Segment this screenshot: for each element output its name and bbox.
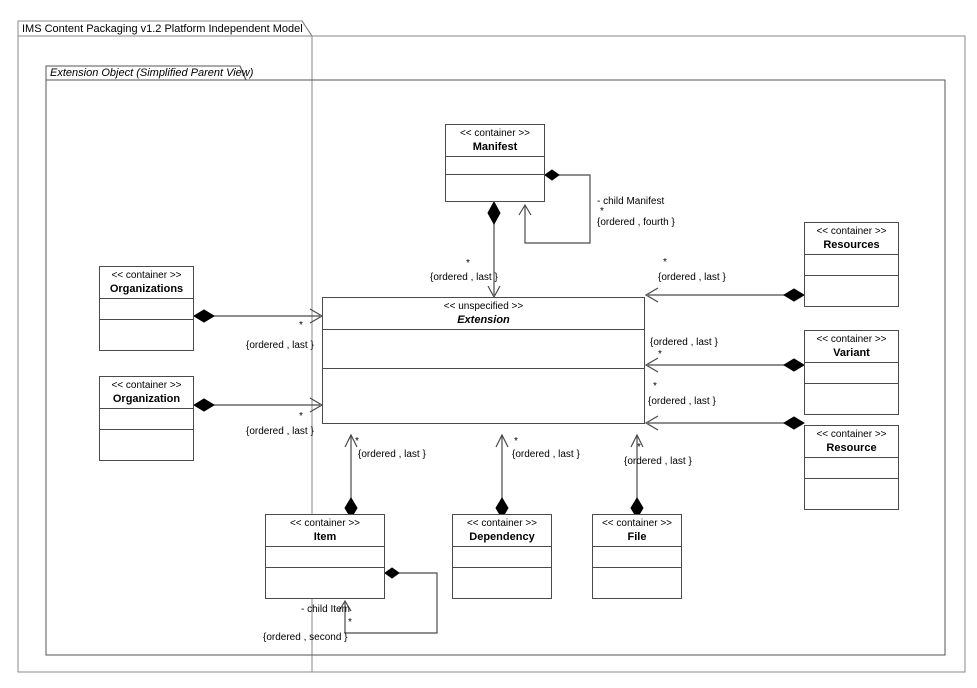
edge-organization-to-extension (193, 397, 324, 413)
inner-frame (45, 65, 946, 656)
edge-item-self-association (338, 567, 438, 634)
edge-label-dependency-mult: * (514, 436, 518, 447)
uml-class-header-resources: << container >> Resources (805, 223, 898, 255)
uml-operations-variant (805, 384, 898, 414)
edge-resources-to-extension (644, 287, 805, 303)
uml-stereotype-resource: << container >> (816, 429, 887, 440)
uml-operations-extension (323, 369, 644, 423)
uml-stereotype-resources: << container >> (816, 226, 887, 237)
uml-class-name-organization: Organization (112, 393, 181, 405)
edge-label-manifest-ext-constraint: {ordered , last } (430, 272, 498, 283)
edge-label-manifest-self-mult: * (600, 206, 604, 217)
edge-label-variant-constraint: {ordered , last } (650, 337, 718, 348)
uml-attributes-variant (805, 363, 898, 384)
edge-label-item-mult: * (355, 436, 359, 447)
edge-label-item-self-mult: * (348, 617, 352, 628)
uml-attributes-resources (805, 255, 898, 276)
uml-class-header-resource: << container >> Resource (805, 426, 898, 458)
uml-class-dependency[interactable]: << container >> Dependency (452, 514, 552, 599)
edge-label-variant-mult: * (658, 349, 662, 360)
edge-extension-to-file (630, 433, 644, 519)
uml-attributes-file (593, 547, 681, 568)
uml-class-name-file: File (627, 531, 647, 543)
uml-class-resource[interactable]: << container >> Resource (804, 425, 899, 510)
uml-attributes-organizations (100, 299, 193, 320)
uml-operations-file (593, 568, 681, 598)
edge-extension-to-dependency (495, 433, 509, 519)
edge-organizations-to-extension (193, 308, 324, 324)
uml-operations-item (266, 568, 384, 598)
uml-stereotype-dependency: << container >> (466, 518, 538, 529)
uml-class-name-resources: Resources (823, 239, 880, 251)
edge-label-organizations-constraint: {ordered , last } (246, 340, 314, 351)
uml-class-header-organizations: << container >> Organizations (100, 267, 193, 299)
uml-attributes-extension (323, 330, 644, 369)
edge-label-item-constraint: {ordered , last } (358, 449, 426, 460)
edge-label-item-self-constraint: {ordered , second } (263, 632, 348, 643)
uml-class-header-file: << container >> File (593, 515, 681, 547)
edge-label-organizations-mult: * (299, 320, 303, 331)
uml-operations-dependency (453, 568, 551, 598)
uml-class-header-manifest: << container >> Manifest (446, 125, 544, 157)
uml-stereotype-manifest: << container >> (459, 128, 531, 139)
uml-operations-organization (100, 430, 193, 460)
uml-class-extension[interactable]: << unspecified >> Extension (322, 297, 645, 424)
uml-class-name-manifest: Manifest (472, 141, 518, 153)
uml-class-header-variant: << container >> Variant (805, 331, 898, 363)
uml-class-name-extension: Extension (457, 314, 510, 326)
uml-stereotype-extension: << unspecified >> (443, 301, 524, 312)
edge-label-resources-constraint: {ordered , last } (658, 272, 726, 283)
uml-attributes-manifest (446, 157, 544, 175)
uml-attributes-dependency (453, 547, 551, 568)
edge-label-file-mult: * (637, 442, 641, 453)
uml-stereotype-organization: << container >> (111, 380, 182, 391)
uml-class-resources[interactable]: << container >> Resources (804, 222, 899, 307)
edge-label-manifest-self-constraint: {ordered , fourth } (597, 217, 675, 228)
inner-frame-label: Extension Object (Simplified Parent View… (50, 67, 254, 79)
uml-operations-manifest (446, 175, 544, 201)
edge-label-resource-mult: * (653, 381, 657, 392)
uml-stereotype-organizations: << container >> (111, 270, 182, 281)
edge-variant-to-extension (644, 357, 805, 373)
uml-class-item[interactable]: << container >> Item (265, 514, 385, 599)
edge-label-file-constraint: {ordered , last } (624, 456, 692, 467)
outer-frame-label: IMS Content Packaging v1.2 Platform Inde… (22, 23, 303, 35)
edge-label-item-self-role: - child Item (301, 604, 350, 615)
edge-label-resources-mult: * (663, 257, 667, 268)
uml-attributes-item (266, 547, 384, 568)
edge-extension-to-item (344, 433, 358, 519)
uml-class-name-item: Item (313, 531, 337, 543)
uml-stereotype-variant: << container >> (816, 334, 887, 345)
uml-class-name-dependency: Dependency (469, 531, 535, 543)
edge-resource-to-extension (644, 415, 805, 431)
uml-class-name-organizations: Organizations (109, 283, 184, 295)
edge-label-organization-mult: * (299, 411, 303, 422)
uml-class-header-item: << container >> Item (266, 515, 384, 547)
edge-label-organization-constraint: {ordered , last } (246, 426, 314, 437)
uml-class-organizations[interactable]: << container >> Organizations (99, 266, 194, 351)
uml-class-header-dependency: << container >> Dependency (453, 515, 551, 547)
uml-class-variant[interactable]: << container >> Variant (804, 330, 899, 415)
uml-class-manifest[interactable]: << container >> Manifest (445, 124, 545, 202)
edge-label-resource-constraint: {ordered , last } (648, 396, 716, 407)
uml-stereotype-file: << container >> (601, 518, 673, 529)
uml-operations-resources (805, 276, 898, 306)
uml-class-header-organization: << container >> Organization (100, 377, 193, 409)
edge-label-manifest-self-role: - child Manifest (597, 196, 665, 207)
uml-operations-resource (805, 479, 898, 509)
uml-class-organization[interactable]: << container >> Organization (99, 376, 194, 461)
uml-class-name-resource: Resource (826, 442, 877, 454)
uml-stereotype-item: << container >> (289, 518, 361, 529)
outer-frame (17, 20, 966, 673)
edge-label-dependency-constraint: {ordered , last } (512, 449, 580, 460)
uml-operations-organizations (100, 320, 193, 350)
uml-attributes-organization (100, 409, 193, 430)
uml-attributes-resource (805, 458, 898, 479)
edge-label-manifest-ext-mult: * (466, 258, 470, 269)
uml-class-name-variant: Variant (833, 347, 870, 359)
uml-class-header-extension: << unspecified >> Extension (323, 298, 644, 330)
edge-manifest-self-association (518, 169, 591, 244)
uml-class-file[interactable]: << container >> File (592, 514, 682, 599)
